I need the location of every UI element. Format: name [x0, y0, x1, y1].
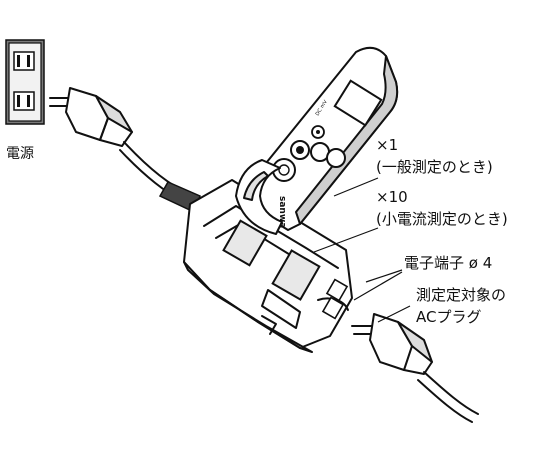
clamp-meter-icon: sanwa DC mV [235, 46, 399, 235]
power-cord-left [119, 141, 201, 214]
label-x10-title: ×10 [376, 188, 408, 206]
ac-plug-icon-left [49, 87, 133, 147]
label-x10-desc: (小電流測定のとき) [376, 210, 508, 228]
wall-outlet-icon [5, 39, 45, 125]
label-target-line2: ACプラグ [416, 308, 481, 326]
label-x1-desc: (一般測定のとき) [376, 158, 493, 176]
ac-plug-icon-right [351, 313, 433, 375]
label-power-source: 電源 [6, 146, 34, 162]
line-separator-adapter-icon [183, 179, 353, 353]
label-x1-title: ×1 [376, 136, 398, 154]
brand-mark: sanwa [277, 196, 287, 228]
power-cord-right [417, 371, 479, 423]
label-terminal: 電子端子 ø 4 [404, 254, 492, 272]
leader-lines [313, 177, 411, 323]
label-target-line1: 測定定対象の [416, 286, 506, 304]
